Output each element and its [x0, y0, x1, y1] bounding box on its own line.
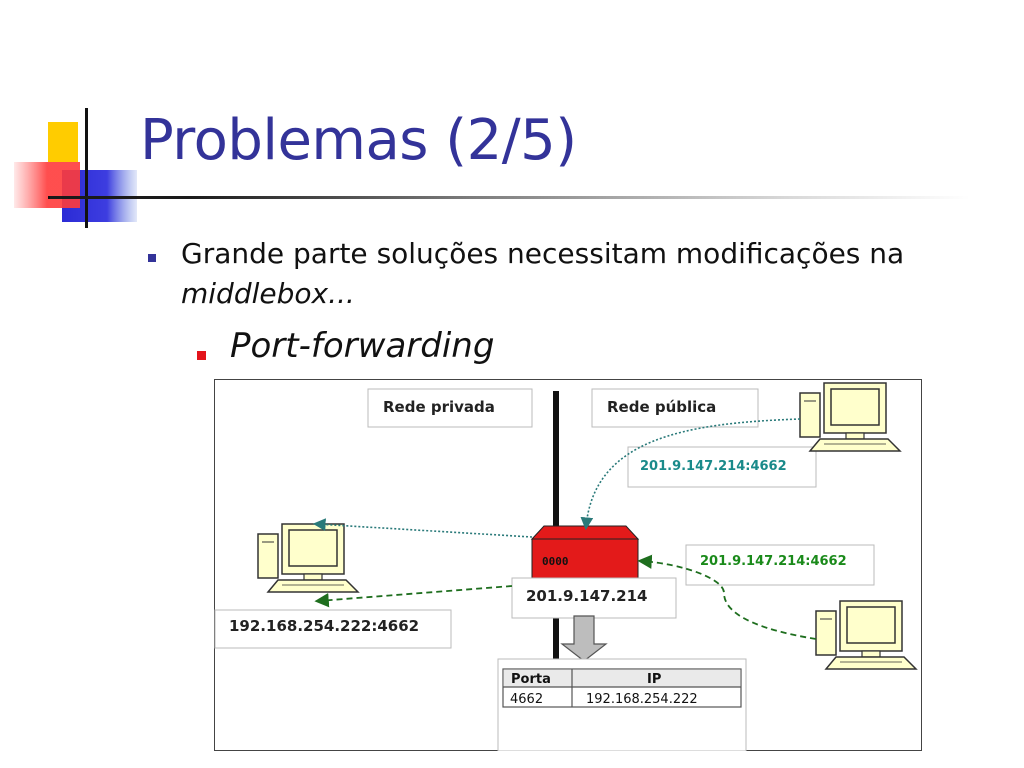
- router-ip-label: 201.9.147.214: [526, 587, 647, 605]
- teal-flow-out: [312, 518, 533, 538]
- dest-address-top: 201.9.147.214:4662: [640, 459, 787, 474]
- table-header-port: Porta: [511, 672, 551, 687]
- title-decoration: [14, 108, 140, 228]
- router-icon: [530, 525, 640, 584]
- down-arrow-icon: [560, 615, 608, 662]
- public-network-label: Rede pública: [607, 398, 716, 416]
- bullet-square-icon: [148, 254, 156, 262]
- router-led-indicators: 0000: [542, 555, 569, 568]
- private-network-label: Rede privada: [383, 398, 495, 416]
- bullet-text-line1: Grande parte soluções necessitam modific…: [181, 237, 905, 270]
- title-underline: [50, 196, 970, 199]
- port-forwarding-diagram: Rede privada Rede pública 201.9.147.214:…: [214, 379, 922, 751]
- teal-flow-in: [580, 418, 801, 531]
- table-cell-ip: 192.168.254.222: [586, 692, 698, 707]
- green-flow-out: [314, 585, 513, 608]
- sub-bullet-square-icon: [197, 351, 206, 360]
- sub-bullet-text: Port-forwarding: [230, 326, 495, 366]
- dest-address-right: 201.9.147.214:4662: [700, 554, 847, 569]
- bullet-text: Grande parte soluções necessitam modific…: [181, 234, 981, 314]
- slide-title: Problemas (2/5): [140, 108, 577, 173]
- table-cell-port: 4662: [510, 692, 543, 707]
- green-flow-in: [637, 554, 817, 640]
- internal-address-label: 192.168.254.222:4662: [229, 617, 419, 635]
- table-header-ip: IP: [647, 672, 661, 687]
- bullet-text-line2: middlebox...: [181, 277, 355, 310]
- port-forward-table: Porta IP 4662 192.168.254.222: [502, 668, 742, 708]
